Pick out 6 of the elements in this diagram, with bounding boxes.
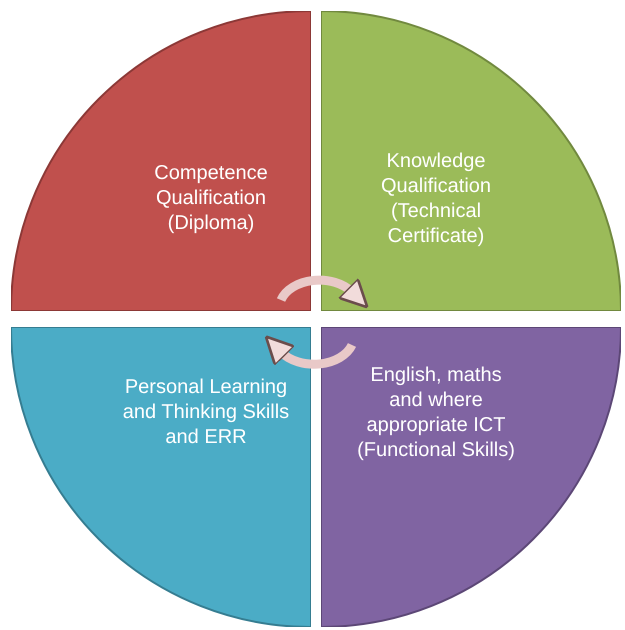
curved-arrow — [264, 336, 356, 369]
curved-arrow — [277, 276, 370, 308]
segment-label: Knowledge Qualification (Technical Certificate) — [380, 149, 492, 249]
segment-label: Personal Learning and Thinking Skills and ERR — [122, 375, 290, 450]
segment-label: Competence Qualification (Diploma) — [153, 161, 269, 236]
segment-label: English, maths and where appropriate ICT (Functional Skills) — [356, 363, 516, 463]
